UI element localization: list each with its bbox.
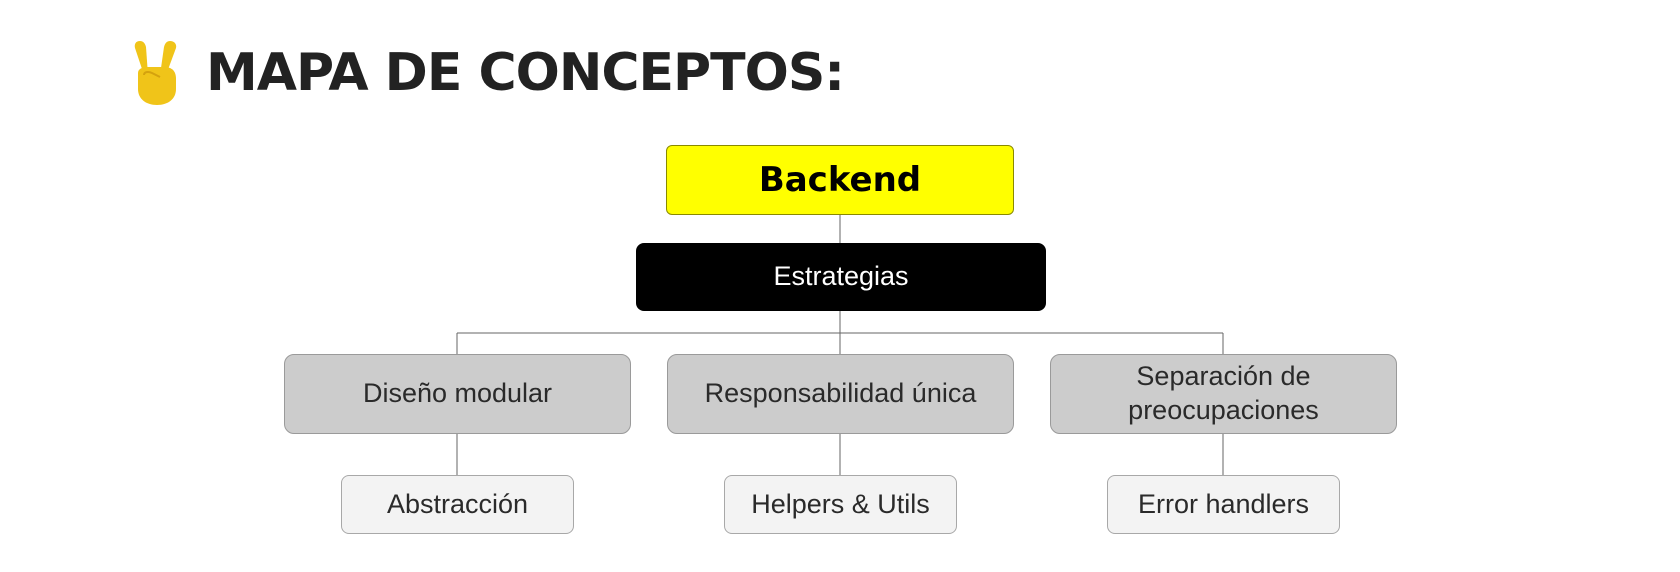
victory-hand-icon [134,41,177,105]
node-diseno-modular: Diseño modular [284,354,631,434]
node-separacion-preocupaciones: Separación de preocupaciones [1050,354,1397,434]
header: MAPA DE CONCEPTOS: [130,38,845,108]
page-title: MAPA DE CONCEPTOS: [206,43,845,103]
node-error-handlers: Error handlers [1107,475,1340,534]
node-helpers-utils: Helpers & Utils [724,475,957,534]
node-abstraccion: Abstracción [341,475,574,534]
node-backend: Backend [666,145,1014,215]
node-responsabilidad-unica: Responsabilidad única [667,354,1014,434]
node-estrategias: Estrategias [636,243,1046,311]
